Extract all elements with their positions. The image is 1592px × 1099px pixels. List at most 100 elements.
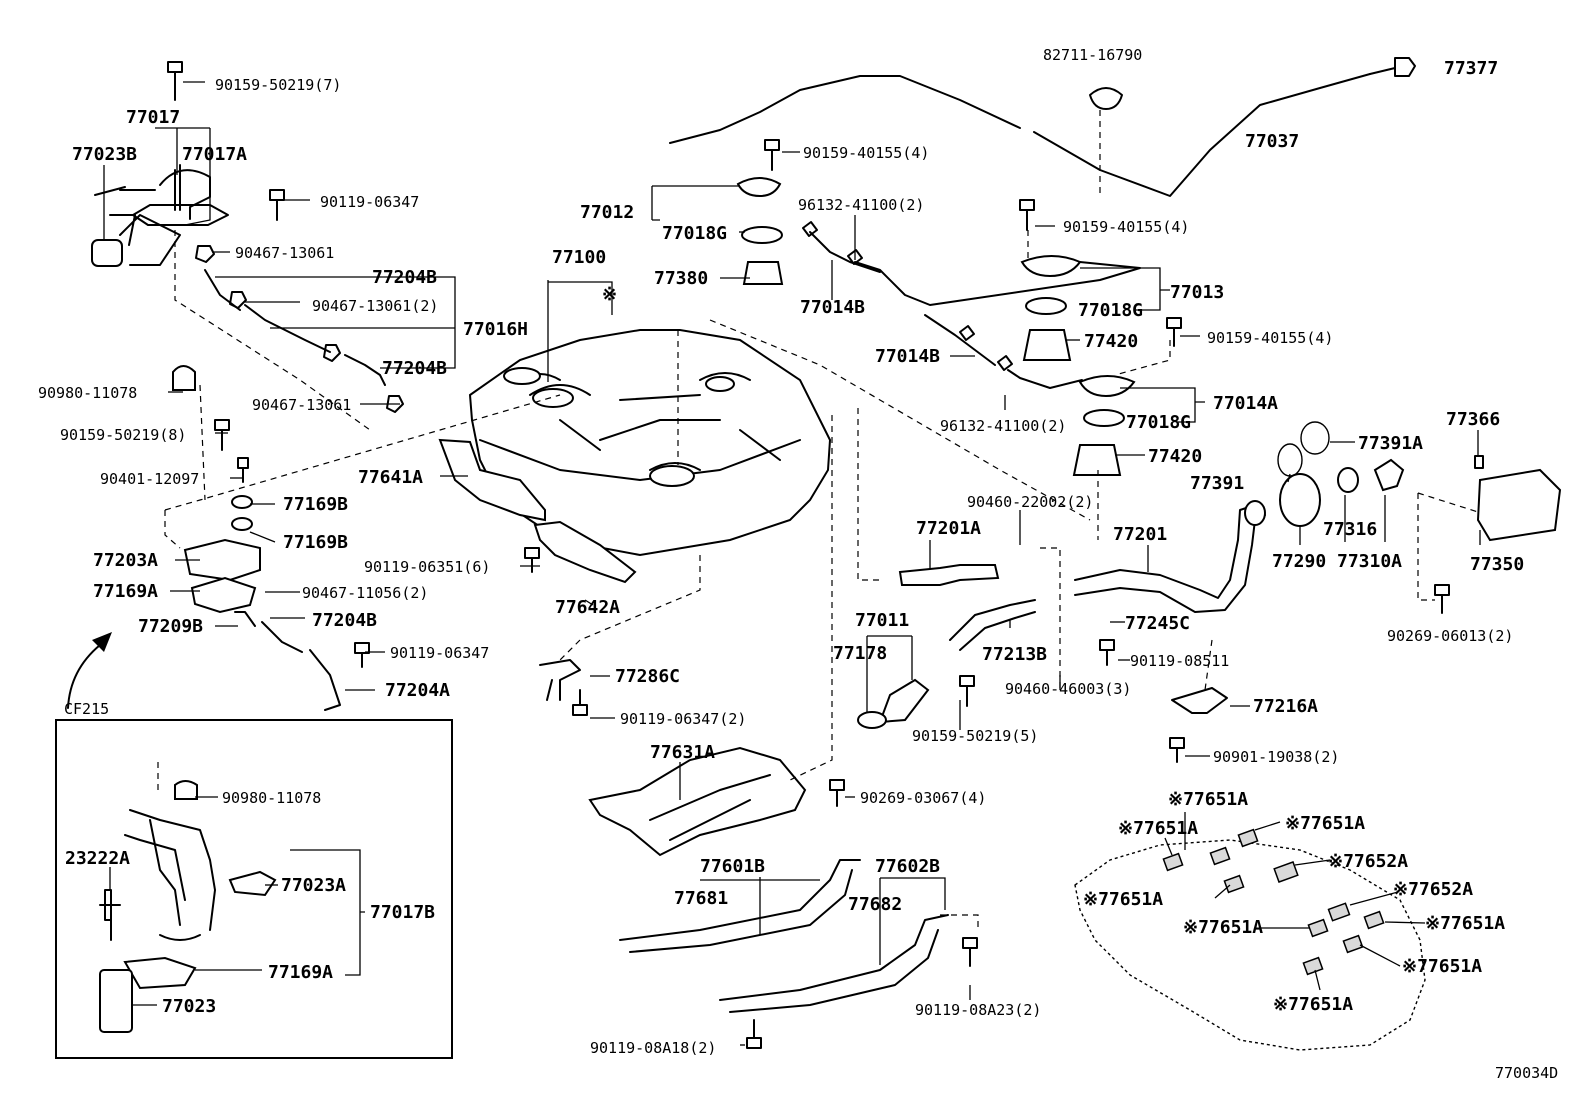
label-77018G-a: 77018G (662, 223, 727, 244)
label-77014A: 77014A (1213, 393, 1278, 414)
label-note-77651A-1: ※77651A (1168, 789, 1248, 810)
pipe-77014A (1007, 369, 1083, 389)
label-77178: 77178 (833, 643, 887, 664)
fuel-cap-77310A (1373, 458, 1405, 492)
label-90467-11056-2: 90467-11056(2) (302, 584, 428, 602)
gauge-plate-77014A (1078, 375, 1136, 398)
label-90460-22002-2: 90460-22002(2) (967, 493, 1093, 511)
label-90119-06347-2: 90119-06347(2) (620, 710, 746, 728)
hose-clamps-96132 (802, 221, 1013, 371)
strap-77682 (719, 914, 949, 1013)
label-77245C: 77245C (1125, 613, 1190, 634)
label-90269-06013-2: 90269-06013(2) (1387, 627, 1513, 645)
cap-77420-b (1072, 444, 1122, 476)
label-90269-03067-4: 90269-03067(4) (860, 789, 986, 807)
label-77201: 77201 (1113, 524, 1167, 545)
cable-end-fitting (1369, 57, 1416, 77)
label-77602B: 77602B (875, 856, 940, 877)
gasket-77018G-a (741, 226, 783, 244)
direction-arrow (67, 644, 101, 709)
label-77169A-b: 77169A (268, 962, 333, 983)
fuel-sender-gauge-77017 (91, 164, 229, 267)
dashed-relation-lines (157, 110, 1479, 930)
label-77391: 77391 (1190, 473, 1244, 494)
label-77204B-c: 77204B (312, 610, 377, 631)
label-77377: 77377 (1444, 58, 1498, 79)
label-77012: 77012 (580, 202, 634, 223)
label-77017: 77017 (126, 107, 180, 128)
inset-box (55, 719, 453, 1059)
inset-pump-assembly (99, 780, 277, 1033)
label-90119-06351-6: 90119-06351(6) (364, 558, 490, 576)
label-77209B: 77209B (138, 616, 203, 637)
label-77204B-b: 77204B (382, 358, 447, 379)
label-77014B-a: 77014B (800, 297, 865, 318)
label-90159-40155-4c: 90159-40155(4) (1207, 329, 1333, 347)
label-90119-08511: 90119-08511 (1130, 652, 1229, 670)
bracket-77203A (183, 538, 261, 582)
label-77011: 77011 (855, 610, 909, 631)
part-number-labels: 82711-16790 77377 77037 90159-50219(7) 7… (38, 46, 1558, 1082)
spring-77366 (1474, 455, 1484, 469)
label-77420-b: 77420 (1148, 446, 1202, 467)
label-77204B-a: 77204B (372, 267, 437, 288)
label-77203A: 77203A (93, 550, 158, 571)
label-note-77651A-3: ※77651A (1285, 813, 1365, 834)
label-90467-13061-a: 90467-13061 (235, 244, 334, 262)
label-77204A: 77204A (385, 680, 450, 701)
bracket-77286C (539, 659, 581, 701)
gasket-77018G-c (1083, 409, 1125, 427)
label-90467-13061-b: 90467-13061 (252, 396, 351, 414)
label-77682: 77682 (848, 894, 902, 915)
label-77642A: 77642A (555, 597, 620, 618)
label-77023B: 77023B (72, 144, 137, 165)
filler-pipe-77201 (1074, 504, 1256, 599)
label-77169B-a: 77169B (283, 494, 348, 515)
label-77290: 77290 (1272, 551, 1326, 572)
label-90980-11078-b: 90980-11078 (222, 789, 321, 807)
label-note-77651A-4: ※77651A (1083, 889, 1163, 910)
gasket-77178 (857, 711, 887, 729)
label-77169B-b: 77169B (283, 532, 348, 553)
label-90119-06347-a: 90119-06347 (320, 193, 419, 211)
label-77310A: 77310A (1337, 551, 1402, 572)
gasket-77391 (1277, 443, 1303, 477)
cap-77290 (1279, 473, 1321, 527)
breather-hose-77201A (898, 564, 1000, 586)
label-77601B: 77601B (700, 856, 765, 877)
cap-77380 (742, 261, 784, 285)
label-77380: 77380 (654, 268, 708, 289)
label-77631A: 77631A (650, 742, 715, 763)
label-77018G-c: 77018G (1126, 412, 1191, 433)
label-note-77652A-2: ※77652A (1393, 879, 1473, 900)
label-note-77651A-7: ※77651A (1402, 956, 1482, 977)
label-77213B: 77213B (982, 644, 1047, 665)
label-90119-06347-b: 90119-06347 (390, 644, 489, 662)
fuel-lid-77350 (1476, 468, 1562, 542)
protector-77642A (533, 520, 637, 584)
parts-drawings (55, 57, 1562, 1059)
label-note-77651A-2: ※77651A (1118, 818, 1198, 839)
label-77014B-b: 77014B (875, 346, 940, 367)
label-90159-50219-8: 90159-50219(8) (60, 426, 186, 444)
label-77201A: 77201A (916, 518, 981, 539)
label-77018G-b: 77018G (1078, 300, 1143, 321)
label-77017A: 77017A (182, 144, 247, 165)
label-77216A: 77216A (1253, 696, 1318, 717)
hose-clamps (195, 245, 404, 413)
label-90460-46003-3: 90460-46003(3) (1005, 680, 1131, 698)
arrow-head-icon (92, 632, 112, 652)
label-77100: 77100 (552, 247, 606, 268)
fuel-tank-pads-view (1074, 828, 1426, 1051)
label-77641A: 77641A (358, 467, 423, 488)
fuel-tank-77100 (468, 329, 832, 557)
label-77037: 77037 (1245, 131, 1299, 152)
label-90980-11078-a: 90980-11078 (38, 384, 137, 402)
bracket-77216A (1171, 687, 1228, 714)
skid-plate-ribs (649, 774, 771, 841)
label-96132-41100-2a: 96132-41100(2) (798, 196, 924, 214)
label-77023: 77023 (162, 996, 216, 1017)
label-77016H: 77016H (463, 319, 528, 340)
skid-plate-77631A (588, 746, 807, 857)
